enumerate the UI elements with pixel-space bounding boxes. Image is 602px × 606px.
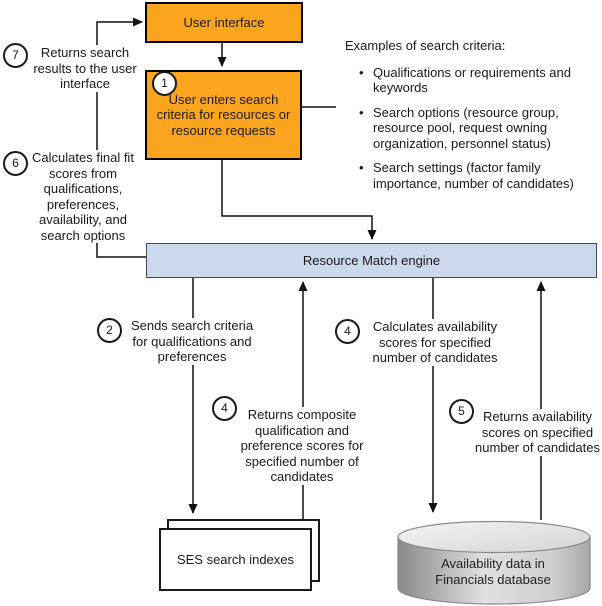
database-cylinder-icon — [397, 520, 591, 605]
example-item-text: Search options (resource group, resource… — [373, 104, 559, 151]
example-item: • Qualifications or requirements and key… — [345, 65, 593, 96]
bullet-icon: • — [359, 104, 364, 120]
node-user-interface: User interface — [145, 2, 303, 43]
step-badge-5: 5 — [449, 399, 474, 424]
step-badge-6: 6 — [3, 151, 28, 176]
example-item-text: Search settings (factor family importanc… — [373, 160, 574, 191]
examples-of-search-criteria: Examples of search criteria: • Qualifica… — [345, 38, 593, 200]
example-item: • Search settings (factor family importa… — [345, 160, 593, 191]
step-badge-7: 7 — [3, 43, 28, 68]
step-badge-4-composite: 4 — [212, 396, 237, 421]
step-badge-2: 2 — [97, 318, 122, 343]
example-item-text: Qualifications or requirements and keywo… — [373, 64, 571, 96]
step-6-label: Calculates final fit scores from qualifi… — [27, 150, 139, 243]
arrow-engine-to-user-interface — [96, 17, 146, 258]
node-user-enters-search-criteria: User enters search criteria for resource… — [145, 70, 302, 160]
step-2-label: Sends search criteria for qualifications… — [125, 318, 259, 365]
step-4-availability-label: Calculates availability scores for speci… — [360, 319, 510, 366]
step-badge-4-availability: 4 — [335, 319, 360, 344]
arrow-criteria-to-engine — [221, 160, 377, 240]
bullet-icon: • — [359, 160, 364, 175]
examples-title: Examples of search criteria: — [345, 38, 506, 53]
example-item: • Search options (resource group, resour… — [345, 105, 593, 152]
node-resource-match-engine: Resource Match engine — [146, 243, 597, 278]
node-availability-database-label: Availability data in Financials database — [435, 556, 551, 587]
step-5-label: Returns availability scores on specified… — [473, 409, 602, 456]
bullet-icon: • — [359, 64, 364, 80]
step-4-composite-label: Returns composite qualification and pref… — [240, 407, 364, 485]
step-7-label: Returns search results to the user inter… — [28, 45, 142, 92]
step-badge-1: 1 — [152, 71, 177, 96]
node-ses-search-indexes: SES search indexes — [159, 528, 312, 591]
